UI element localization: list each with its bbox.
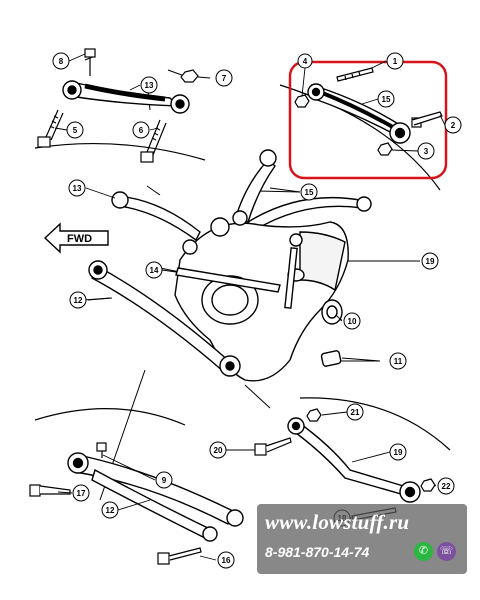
callout-11: 11 [389,352,407,370]
bolt-9 [96,442,107,458]
separator-arc-top-right [279,84,441,191]
callout-16: 16 [217,551,235,569]
svg-text:21: 21 [351,408,360,417]
svg-text:9: 9 [162,476,167,485]
separator-arc-bottom-left [34,408,186,426]
svg-text:5: 5 [73,126,78,135]
nut-21 [306,408,322,422]
watermark-phone: 8-981-870-14-74 [265,544,370,560]
callout-20: 20 [209,441,227,459]
callout-21: 21 [346,403,364,421]
upper-control-arm-13 [62,80,190,114]
callout-12-bottom: 12 [101,501,119,519]
viber-icon: ☏ [437,542,456,561]
callout-6: 6 [132,121,150,139]
svg-text:16: 16 [222,556,231,565]
callout-3: 3 [417,142,435,160]
svg-text:4: 4 [303,57,308,66]
toe-link-19 [287,417,421,503]
callout-1: 1 [386,52,404,70]
callout-15-middle: 15 [300,183,318,201]
callout-19-middle: 19 [421,252,439,270]
bolt-17 [29,484,71,497]
svg-text:2: 2 [451,121,456,130]
svg-text:19: 19 [426,257,435,266]
nut-7 [180,69,199,83]
callout-17: 17 [72,484,90,502]
callout-8: 8 [52,52,70,70]
watermark-banner: www.lowstuff.ru 8-981-870-14-74 ✆ ☏ [257,504,467,574]
svg-text:12: 12 [106,506,115,515]
callout-leaders [54,53,446,561]
nut-22 [420,478,436,492]
callout-12-middle: 12 [69,291,87,309]
bolt-8 [84,48,96,76]
fwd-label: FWD [67,233,92,245]
bolt-2 [411,111,443,128]
bolt-20 [254,437,292,456]
bolt-6 [140,119,167,163]
knuckle-assembly [88,149,372,382]
separator-arc-top-left [34,142,206,161]
callout-19-bottom: 19 [389,443,407,461]
callout-13-middle: 13 [68,179,86,197]
upper-arm-15 [307,83,411,144]
callout-13-top: 13 [140,76,158,94]
svg-text:6: 6 [139,126,144,135]
svg-text:7: 7 [222,74,227,83]
svg-text:20: 20 [214,446,223,455]
svg-text:10: 10 [348,317,357,326]
whatsapp-icon: ✆ [414,542,433,561]
lower-arm-12 [67,452,244,542]
svg-text:13: 13 [73,184,82,193]
svg-text:12: 12 [74,296,83,305]
svg-text:19: 19 [394,448,403,457]
callout-15-top: 15 [377,90,395,108]
callout-10: 10 [343,312,361,330]
svg-text:14: 14 [150,266,159,275]
bolt-1 [336,67,374,82]
callout-14: 14 [145,261,163,279]
callout-9: 9 [155,471,173,489]
callout-22: 22 [437,477,455,495]
callout-2: 2 [444,116,462,134]
svg-text:17: 17 [77,489,86,498]
svg-text:22: 22 [442,482,451,491]
watermark-site: www.lowstuff.ru [265,510,410,534]
callout-5: 5 [66,121,84,139]
nut-4 [294,94,310,108]
nut-3 [377,142,393,156]
callout-7: 7 [215,69,233,87]
svg-text:11: 11 [394,357,403,366]
bolt-16 [157,547,202,565]
svg-text:15: 15 [382,95,391,104]
svg-text:1: 1 [393,57,398,66]
svg-text:8: 8 [59,57,64,66]
svg-text:13: 13 [145,81,154,90]
separator-arc-bottom-right [299,397,451,451]
svg-text:3: 3 [424,147,429,156]
bolt-5 [37,109,64,148]
fwd-arrow: FWD [43,222,109,254]
callout-4: 4 [297,53,313,69]
svg-text:15: 15 [305,188,314,197]
highlight-box [288,60,448,180]
